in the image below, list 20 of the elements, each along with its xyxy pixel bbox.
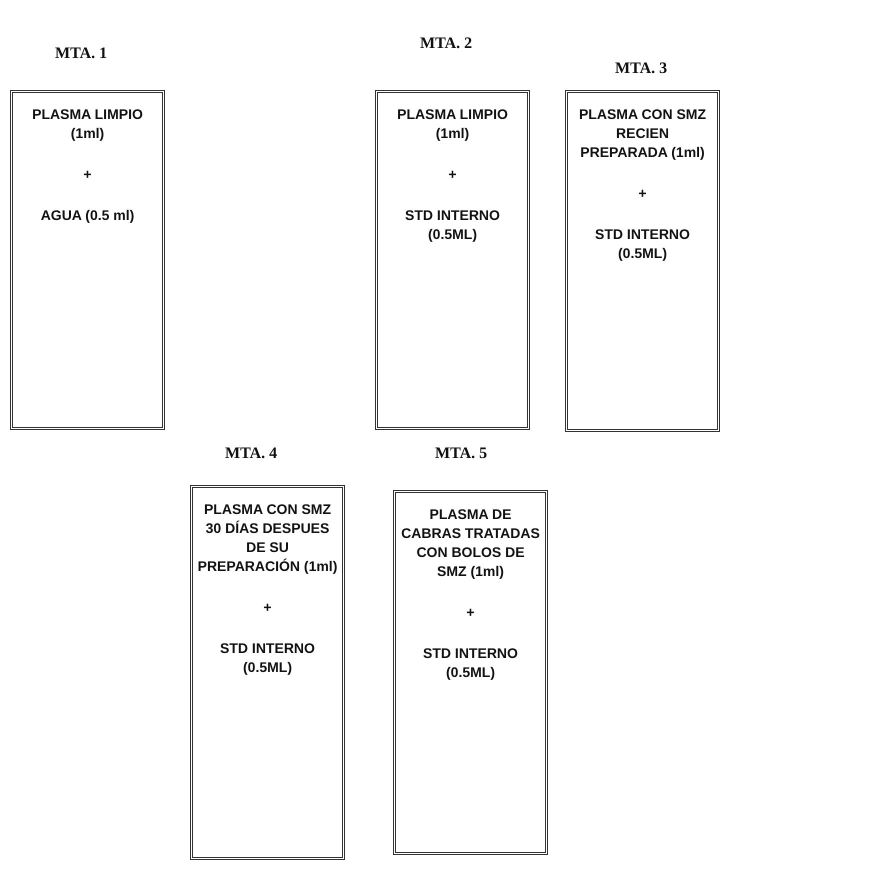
sample-description: PLASMA CON SMZ 30 DÍAS DESPUES DE SU PREPARACIÓN (1ml): [198, 500, 338, 576]
plus-sign: +: [262, 598, 273, 617]
sample-description: PLASMA DE CABRAS TRATADAS CON BOLOS DE SMZ (1ml): [400, 505, 540, 581]
plus-sign: +: [447, 165, 458, 184]
sample-description: PLASMA LIMPIO (1ml): [31, 105, 144, 143]
plus-sign: +: [82, 165, 93, 184]
sample-description: PLASMA LIMPIO (1ml): [396, 105, 509, 143]
reagent-description: STD INTERNO (0.5ML): [404, 206, 501, 244]
reagent-description: STD INTERNO (0.5ML): [422, 644, 519, 682]
plus-sign: +: [637, 184, 648, 203]
sample-label: MTA. 1: [55, 45, 108, 63]
reagent-description: AGUA (0.5 ml): [40, 206, 136, 225]
reagent-description: STD INTERNO (0.5ML): [594, 225, 691, 263]
sample-label: MTA. 3: [615, 60, 668, 78]
sample-label: MTA. 2: [420, 35, 472, 53]
sample-label: MTA. 5: [435, 445, 488, 463]
sample-label: MTA. 4: [225, 445, 278, 463]
reagent-description: STD INTERNO (0.5ML): [219, 639, 316, 677]
sample-description: PLASMA CON SMZ RECIEN PREPARADA (1ml): [578, 105, 708, 162]
plus-sign: +: [465, 603, 476, 622]
